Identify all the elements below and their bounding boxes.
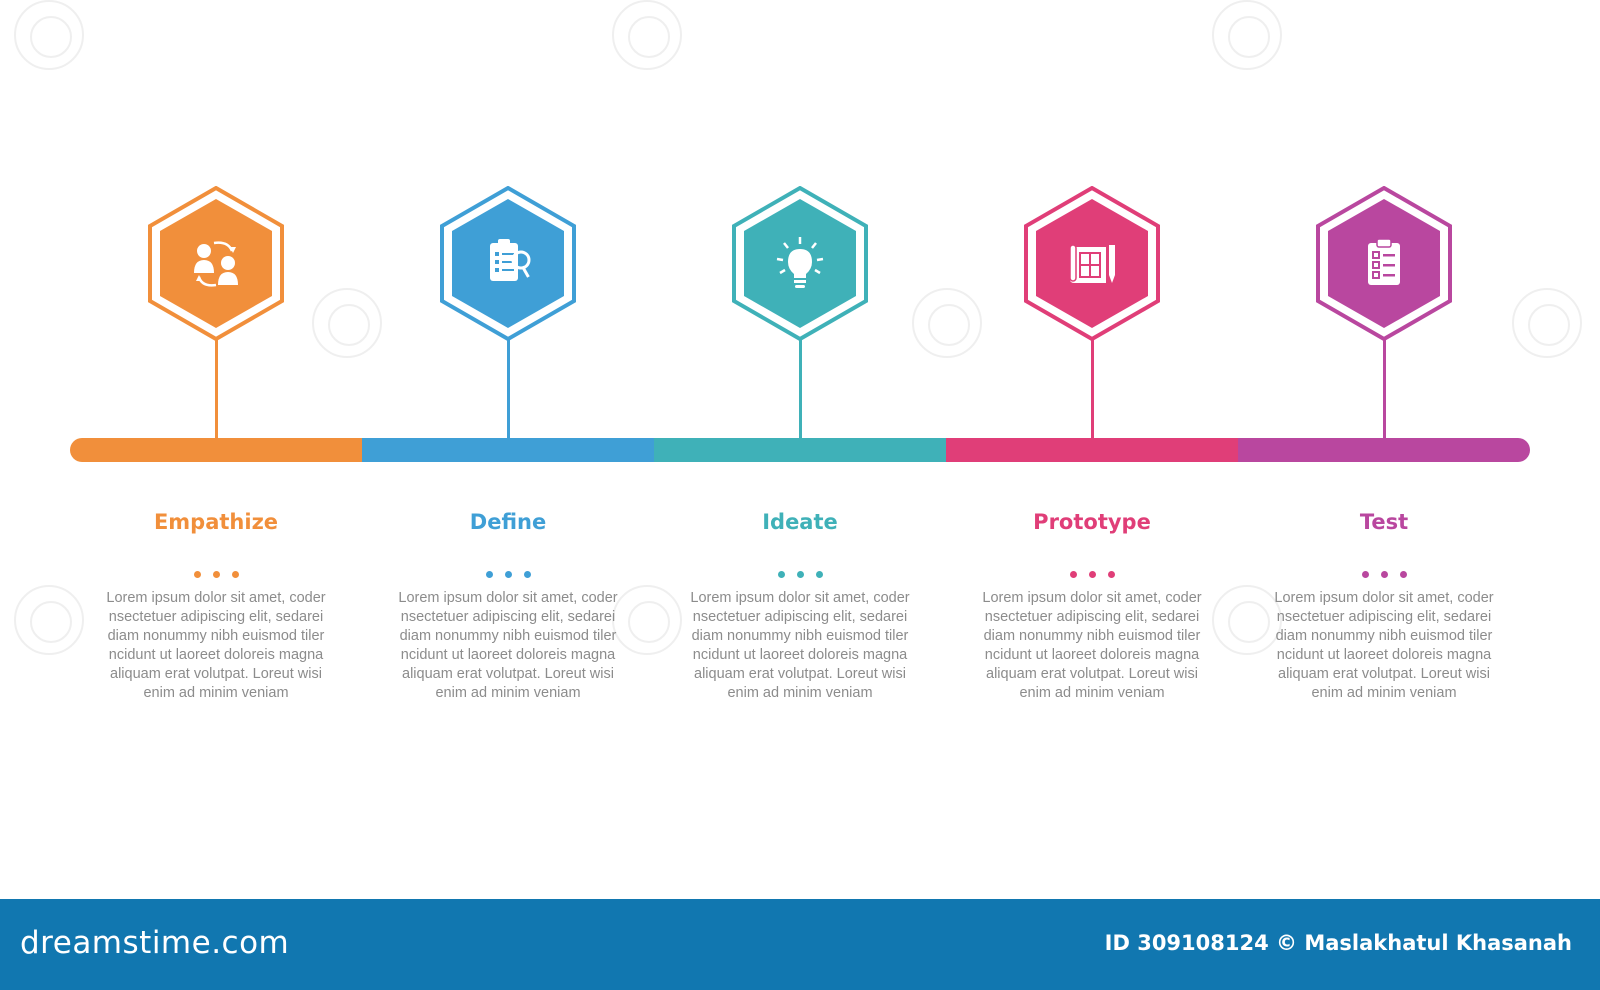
- step-description: Lorem ipsum dolor sit amet, coder nsecte…: [106, 590, 326, 701]
- dot: [1107, 571, 1115, 578]
- step-description: Lorem ipsum dolor sit amet, coder nsecte…: [1274, 590, 1494, 701]
- timeline-bar-segment: [1238, 438, 1530, 462]
- step-title: Prototype: [1033, 510, 1151, 534]
- step-hexagon: [1022, 186, 1162, 341]
- step-description: Lorem ipsum dolor sit amet, coder nsecte…: [398, 590, 618, 701]
- step-title: Empathize: [153, 510, 279, 534]
- dot: [1069, 571, 1077, 578]
- step-dots: [962, 563, 1222, 582]
- watermark-logo: [1212, 585, 1282, 655]
- step-dots: [670, 563, 930, 582]
- dot: [1361, 571, 1369, 578]
- step-title: Ideate: [762, 510, 838, 534]
- step-hexagon: [1314, 186, 1454, 341]
- clipboard-search-icon: [478, 233, 538, 293]
- watermark-logo: [14, 0, 84, 70]
- timeline-connector: [1090, 334, 1094, 440]
- watermark-logo: [1212, 0, 1282, 70]
- step-dots: [378, 563, 638, 582]
- watermark-logo: [912, 288, 982, 358]
- timeline-bar-segment: [654, 438, 946, 462]
- dot: [1399, 571, 1407, 578]
- timeline-connector: [798, 334, 802, 440]
- dot: [796, 571, 804, 578]
- dot: [777, 571, 785, 578]
- dot: [212, 571, 220, 578]
- timeline-connector: [214, 334, 218, 440]
- watermark-logo: [612, 0, 682, 70]
- timeline-connector: [506, 334, 510, 440]
- dot: [523, 571, 531, 578]
- step-dots: [1254, 563, 1514, 582]
- timeline-bar-segment: [362, 438, 654, 462]
- footer-credit: ID 309108124 © Maslakhatul Khasanah: [1104, 931, 1572, 955]
- step-title: Test: [1359, 510, 1409, 534]
- empathy-heads-icon: [186, 233, 246, 293]
- dot: [815, 571, 823, 578]
- watermark-logo: [1512, 288, 1582, 358]
- timeline-bar-segment: [946, 438, 1238, 462]
- dot: [231, 571, 239, 578]
- step-dots: [86, 563, 346, 582]
- step-hexagon: [438, 186, 578, 341]
- step-hexagon: [730, 186, 870, 341]
- watermark-logo: [312, 288, 382, 358]
- step-hexagon: [146, 186, 286, 341]
- watermark-logo: [14, 585, 84, 655]
- dot: [1088, 571, 1096, 578]
- footer-banner: dreamstime.com ID 309108124 © Maslakhatu…: [0, 899, 1600, 990]
- step-description: Lorem ipsum dolor sit amet, coder nsecte…: [690, 590, 910, 701]
- watermark-logo: [612, 585, 682, 655]
- blueprint-icon: [1062, 233, 1122, 293]
- timeline-bar-segment: [70, 438, 362, 462]
- dot: [193, 571, 201, 578]
- checklist-icon: [1354, 233, 1414, 293]
- lightbulb-icon: [770, 233, 830, 293]
- footer-brand[interactable]: dreamstime.com: [20, 925, 290, 961]
- step-description: Lorem ipsum dolor sit amet, coder nsecte…: [982, 590, 1202, 701]
- dot: [485, 571, 493, 578]
- step-title: Define: [469, 510, 547, 534]
- dot: [504, 571, 512, 578]
- timeline-connector: [1382, 334, 1386, 440]
- dot: [1380, 571, 1388, 578]
